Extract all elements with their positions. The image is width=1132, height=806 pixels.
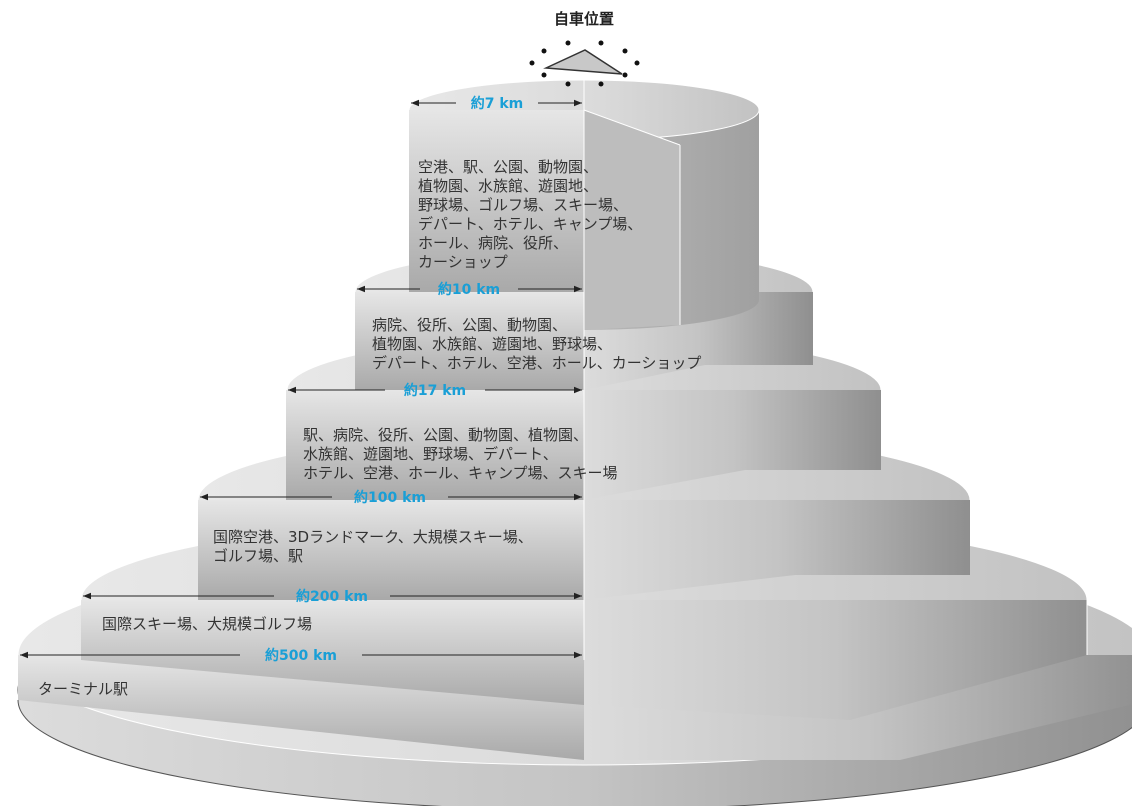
tier-7km-poi-list: 空港、駅、公園、動物園、 植物園、水族館、遊園地、 野球場、ゴルフ場、スキー場、… (418, 158, 642, 271)
tier-500km-poi-list: ターミナル駅 (38, 680, 128, 698)
poi-line: 水族館、遊園地、野球場、デパート、 (303, 445, 558, 463)
poi-line: ターミナル駅 (38, 680, 128, 698)
distance-label-7km: 約7 km (471, 95, 524, 112)
distance-ruler-100km: 約100 km (200, 489, 582, 506)
distance-ruler-7km: 約7 km (411, 95, 582, 112)
poi-line: 植物園、水族館、遊園地、 (418, 177, 598, 195)
vehicle-marker-icon (529, 40, 640, 87)
tier-10km-poi-list: 病院、役所、公園、動物園、 植物園、水族館、遊園地、野球場、 デパート、ホテル、… (372, 316, 701, 372)
distance-label-100km: 約100 km (354, 489, 426, 506)
tier-100km-poi-list: 国際空港、3Dランドマーク、大規模スキー場、 ゴルフ場、駅 (213, 528, 533, 565)
tier-7km (408, 79, 760, 330)
distance-label-10km: 約10 km (438, 281, 500, 298)
poi-line: 病院、役所、公園、動物園、 (372, 316, 567, 334)
poi-line: 植物園、水族館、遊園地、野球場、 (372, 335, 612, 353)
poi-line: デパート、ホテル、キャンプ場、 (418, 215, 642, 233)
poi-line: ホール、病院、役所、 (418, 234, 568, 252)
tier-17km-poi-list: 駅、病院、役所、公園、動物園、植物園、 水族館、遊園地、野球場、デパート、 ホテ… (303, 426, 618, 482)
poi-line: 野球場、ゴルフ場、スキー場、 (418, 196, 628, 214)
poi-line: 駅、病院、役所、公園、動物園、植物園、 (303, 426, 588, 444)
distance-ruler-200km: 約200 km (83, 588, 582, 605)
tier-200km-poi-list: 国際スキー場、大規模ゴルフ場 (102, 615, 312, 633)
poi-line: ゴルフ場、駅 (213, 547, 303, 565)
distance-label-17km: 約17 km (404, 382, 466, 399)
poi-line: ホテル、空港、ホール、キャンプ場、スキー場 (303, 464, 618, 482)
distance-ruler-10km: 約10 km (357, 281, 582, 298)
poi-line: カーショップ (418, 253, 508, 271)
poi-line: 国際スキー場、大規模ゴルフ場 (102, 615, 312, 633)
distance-ruler-500km: 約500 km (20, 647, 582, 664)
distance-label-200km: 約200 km (296, 588, 368, 605)
poi-line: 空港、駅、公園、動物園、 (418, 158, 598, 176)
distance-ruler-17km: 約17 km (288, 382, 582, 399)
poi-line: デパート、ホテル、空港、ホール、カーショップ (372, 354, 701, 372)
poi-line: 国際空港、3Dランドマーク、大規模スキー場、 (213, 528, 533, 546)
diagram-title: 自車位置 (554, 10, 614, 28)
distance-label-500km: 約500 km (265, 647, 337, 664)
